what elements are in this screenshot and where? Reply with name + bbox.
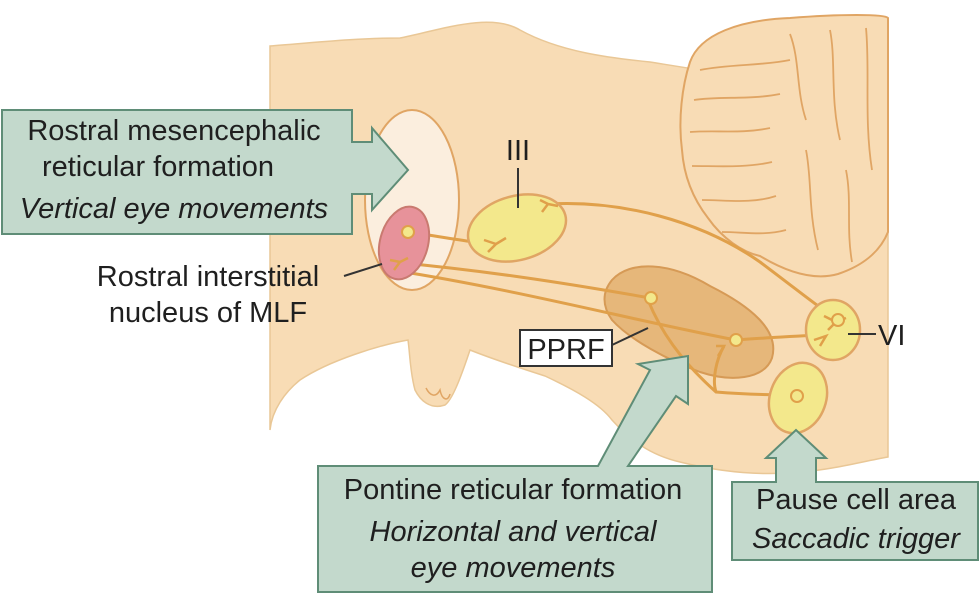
- pprf-label: PPRF: [527, 334, 604, 366]
- pontine-subtitle-1: Horizontal and vertical: [370, 516, 658, 548]
- pause-cell-title: Pause cell area: [756, 484, 957, 516]
- callout-pontine: [317, 354, 713, 593]
- cerebellum: [679, 14, 889, 278]
- pprf-label-box: [519, 329, 613, 367]
- label-III: III: [506, 135, 530, 167]
- cerebellum-folia: [689, 27, 873, 263]
- leader-lines: [343, 168, 876, 346]
- rostral-mesencephalic-title-1: Rostral mesencephalic: [27, 115, 320, 147]
- rostral-mesencephalic-title-2: reticular formation: [42, 151, 274, 183]
- pons-notch-detail: [425, 387, 451, 400]
- pause-cell-subtitle: Saccadic trigger: [752, 523, 961, 555]
- cell-bodies: [401, 225, 845, 403]
- label-VI: VI: [878, 320, 905, 352]
- nucleus-VI: [804, 298, 862, 362]
- riMLF-label-2: nucleus of MLF: [109, 297, 307, 329]
- pontine-title: Pontine reticular formation: [344, 474, 683, 506]
- rostral-mesencephalic-subtitle: Vertical eye movements: [20, 193, 328, 225]
- callout-rostral-mesencephalic: [1, 109, 410, 235]
- riMLF-label-1: Rostral interstitial: [97, 261, 319, 293]
- pontine-subtitle-2: eye movements: [411, 552, 616, 584]
- callout-pause-cell: [731, 428, 979, 561]
